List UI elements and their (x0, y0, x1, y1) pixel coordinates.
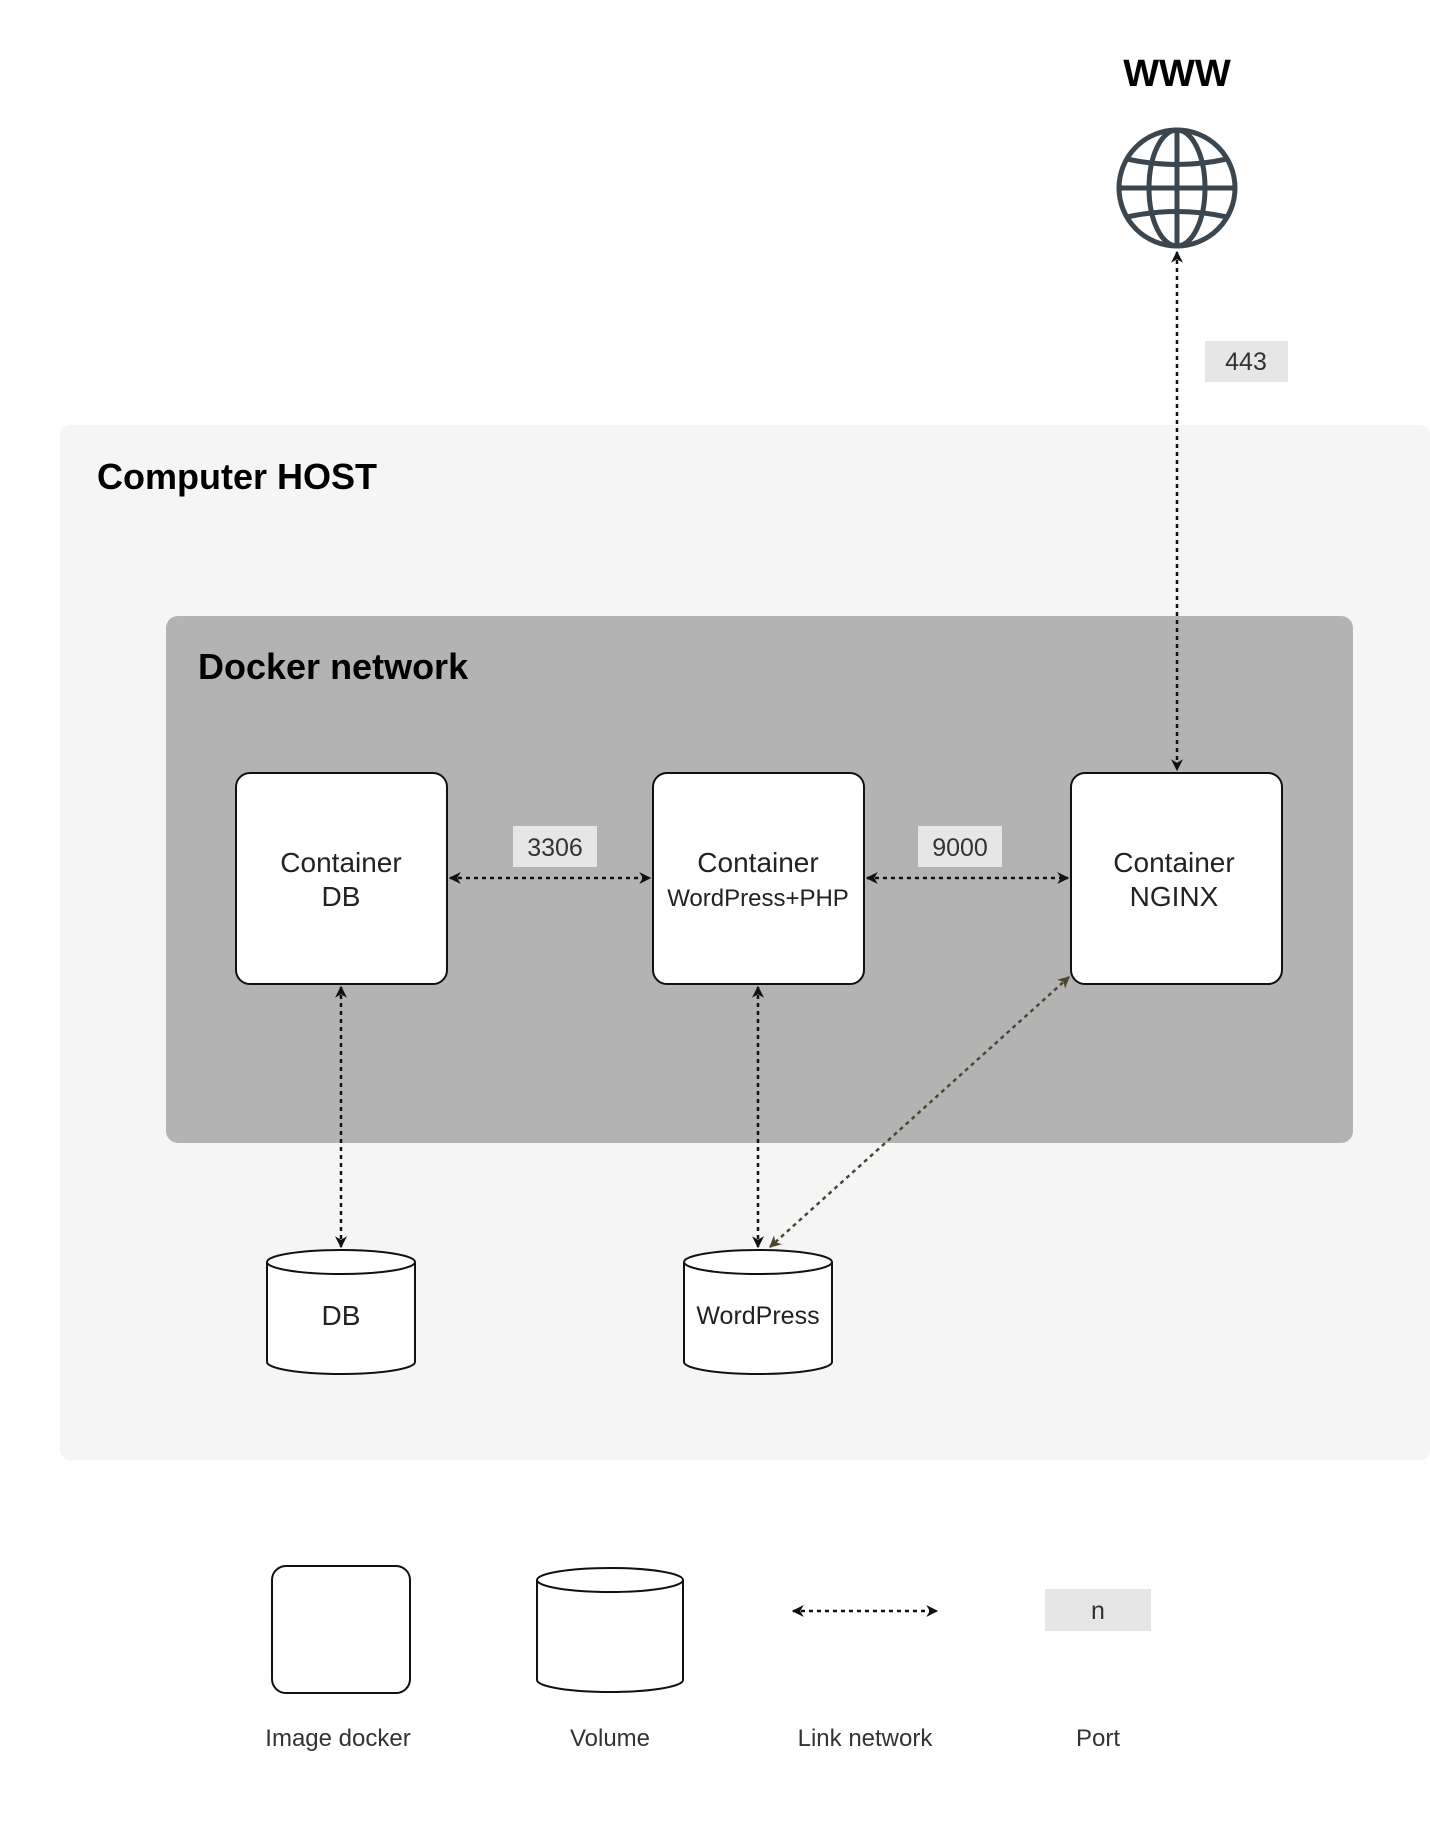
port-3306-badge (513, 826, 597, 867)
container-wordpress (652, 772, 865, 985)
container-db-line2: DB (322, 881, 361, 912)
volume-wordpress-label: WordPress (696, 1302, 819, 1330)
legend-port-shape (1045, 1589, 1151, 1631)
volume-db (266, 1249, 416, 1375)
legend-image-shape (271, 1565, 411, 1694)
port-9000-label: 9000 (932, 834, 988, 862)
port-443-badge (1205, 341, 1288, 382)
port-9000-badge (918, 826, 1002, 867)
link-container-nginx-volume-wordpress (769, 976, 1070, 1248)
host-title: Computer HOST (97, 456, 377, 497)
port-443-label: 443 (1225, 348, 1267, 376)
container-nginx-line1: Container (1113, 847, 1234, 878)
volume-wordpress (683, 1249, 833, 1375)
volume-db-label: DB (322, 1300, 361, 1331)
container-wordpress-line1: Container (697, 847, 818, 878)
legend-port-sample: n (1091, 1597, 1105, 1625)
legend-port-label: Port (1076, 1725, 1120, 1752)
port-3306-label: 3306 (527, 834, 583, 862)
globe-icon (1116, 127, 1238, 249)
legend-volume-label: Volume (570, 1725, 650, 1752)
container-nginx (1070, 772, 1283, 985)
container-wordpress-line2: WordPress+PHP (667, 885, 849, 912)
legend-volume-shape (536, 1567, 684, 1693)
legend-image-label: Image docker (265, 1725, 410, 1752)
legend-link-label: Link network (798, 1725, 934, 1752)
container-db (235, 772, 448, 985)
docker-network-title: Docker network (198, 646, 469, 687)
container-nginx-line2: NGINX (1130, 881, 1219, 912)
www-title: WWW (1123, 53, 1231, 95)
container-db-line1: Container (280, 847, 401, 878)
